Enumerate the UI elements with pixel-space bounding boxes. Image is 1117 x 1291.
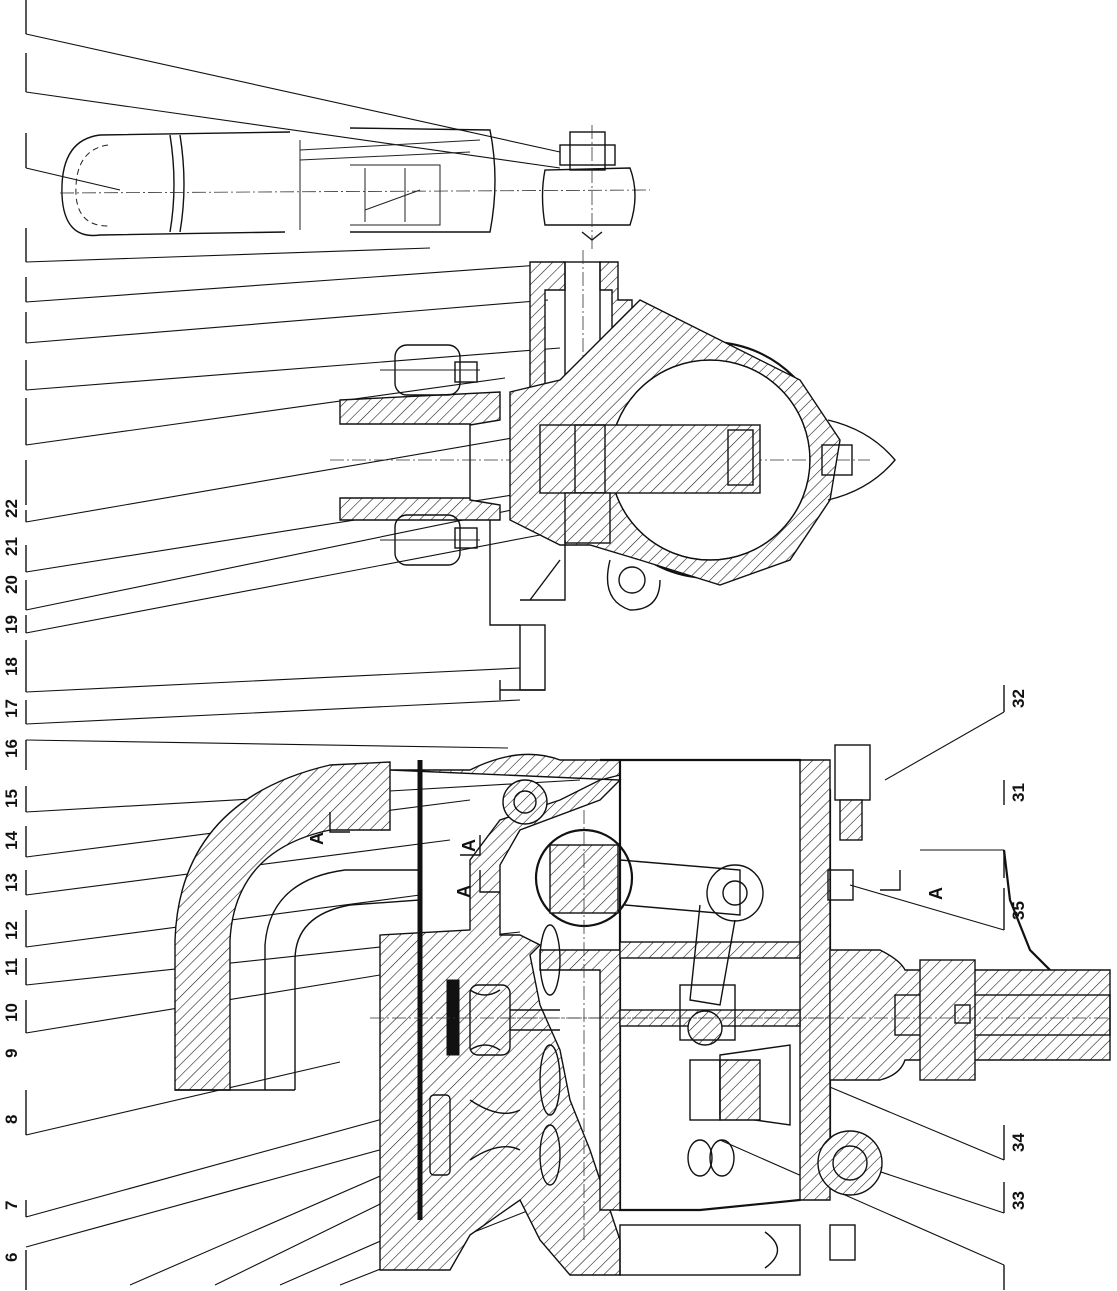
callout-16: 16 — [2, 739, 21, 758]
callout-8: 8 — [2, 1115, 21, 1124]
callout-35: 35 — [1009, 901, 1028, 920]
lower-valve-body — [174, 744, 1111, 1276]
callout-7: 7 — [2, 1201, 21, 1210]
callout-6: 6 — [2, 1253, 21, 1262]
callout-labels-left: 22 21 20 19 18 17 16 15 14 13 12 11 10 9… — [2, 499, 21, 1262]
section-mark-a-2: A — [459, 839, 479, 852]
callout-19: 19 — [2, 615, 21, 634]
handle-lever — [59, 127, 651, 237]
callout-12: 12 — [2, 921, 21, 940]
callout-10: 10 — [2, 1003, 21, 1022]
section-mark-a-3: A — [454, 885, 474, 898]
callout-22: 22 — [2, 499, 21, 518]
callout-14: 14 — [2, 831, 21, 850]
callout-31: 31 — [1009, 783, 1028, 802]
callout-labels-right: 32 31 35 34 33 — [1009, 689, 1028, 1210]
section-mark-a-4: A — [926, 887, 946, 900]
section-mark-a-1: A — [307, 832, 327, 845]
callout-17: 17 — [2, 699, 21, 718]
callout-15: 15 — [2, 789, 21, 808]
lever-fork-end — [541, 125, 636, 250]
callout-20: 20 — [2, 575, 21, 594]
callout-32: 32 — [1009, 689, 1028, 708]
callout-34: 34 — [1009, 1133, 1028, 1152]
callout-18: 18 — [2, 657, 21, 676]
callout-11: 11 — [2, 958, 21, 976]
callout-13: 13 — [2, 873, 21, 892]
callout-33: 33 — [1009, 1191, 1028, 1210]
upper-valve-body — [330, 250, 896, 700]
section-markers: A A A A — [307, 812, 946, 900]
callout-9: 9 — [2, 1049, 21, 1058]
callout-21: 21 — [2, 537, 21, 556]
